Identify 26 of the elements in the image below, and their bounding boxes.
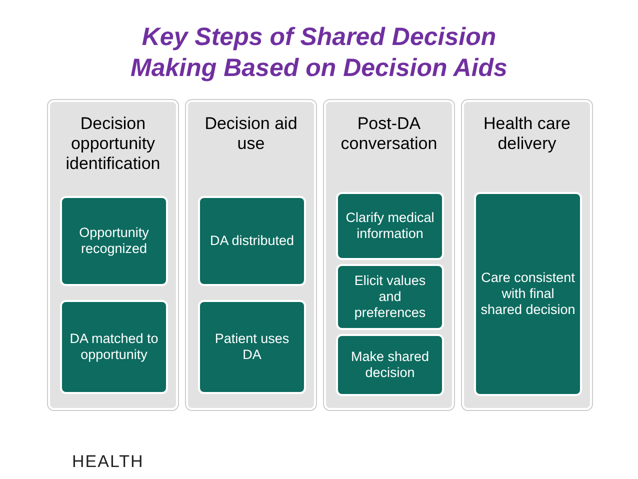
- step-box: [198, 300, 306, 394]
- step-box: [198, 196, 306, 286]
- step-text: Clarify medical information: [344, 210, 436, 242]
- step-box: [336, 334, 444, 396]
- step-text: Elicit values and preferences: [353, 273, 427, 321]
- step-box: [60, 300, 168, 394]
- step-text: DA distributed: [208, 233, 296, 249]
- step-text: DA matched to opportunity: [68, 331, 160, 363]
- step-panel: [186, 100, 316, 410]
- step-panel: [324, 100, 454, 410]
- step-text: Care consistent with final shared decision: [480, 270, 576, 318]
- step-text: Patient uses DA: [214, 331, 290, 363]
- panel-heading: Post-DA conversation: [340, 114, 438, 154]
- panel-heading: Health care delivery: [482, 114, 572, 154]
- panel-heading: Decision aid use: [204, 114, 298, 154]
- title: Key Steps of Shared Decision Making Based on Decision Aids: [130, 22, 508, 84]
- step-panel: [48, 100, 178, 410]
- step-text: Opportunity recognized: [78, 225, 150, 257]
- step-panel: [462, 100, 592, 410]
- step-text: Make shared decision: [350, 349, 430, 381]
- panel-heading: Decision opportunity identification: [64, 114, 162, 174]
- step-box: [336, 192, 444, 260]
- footer-label: HEALTH: [72, 452, 144, 472]
- step-box: [60, 196, 168, 286]
- step-box: [474, 192, 582, 396]
- step-box: [336, 264, 444, 330]
